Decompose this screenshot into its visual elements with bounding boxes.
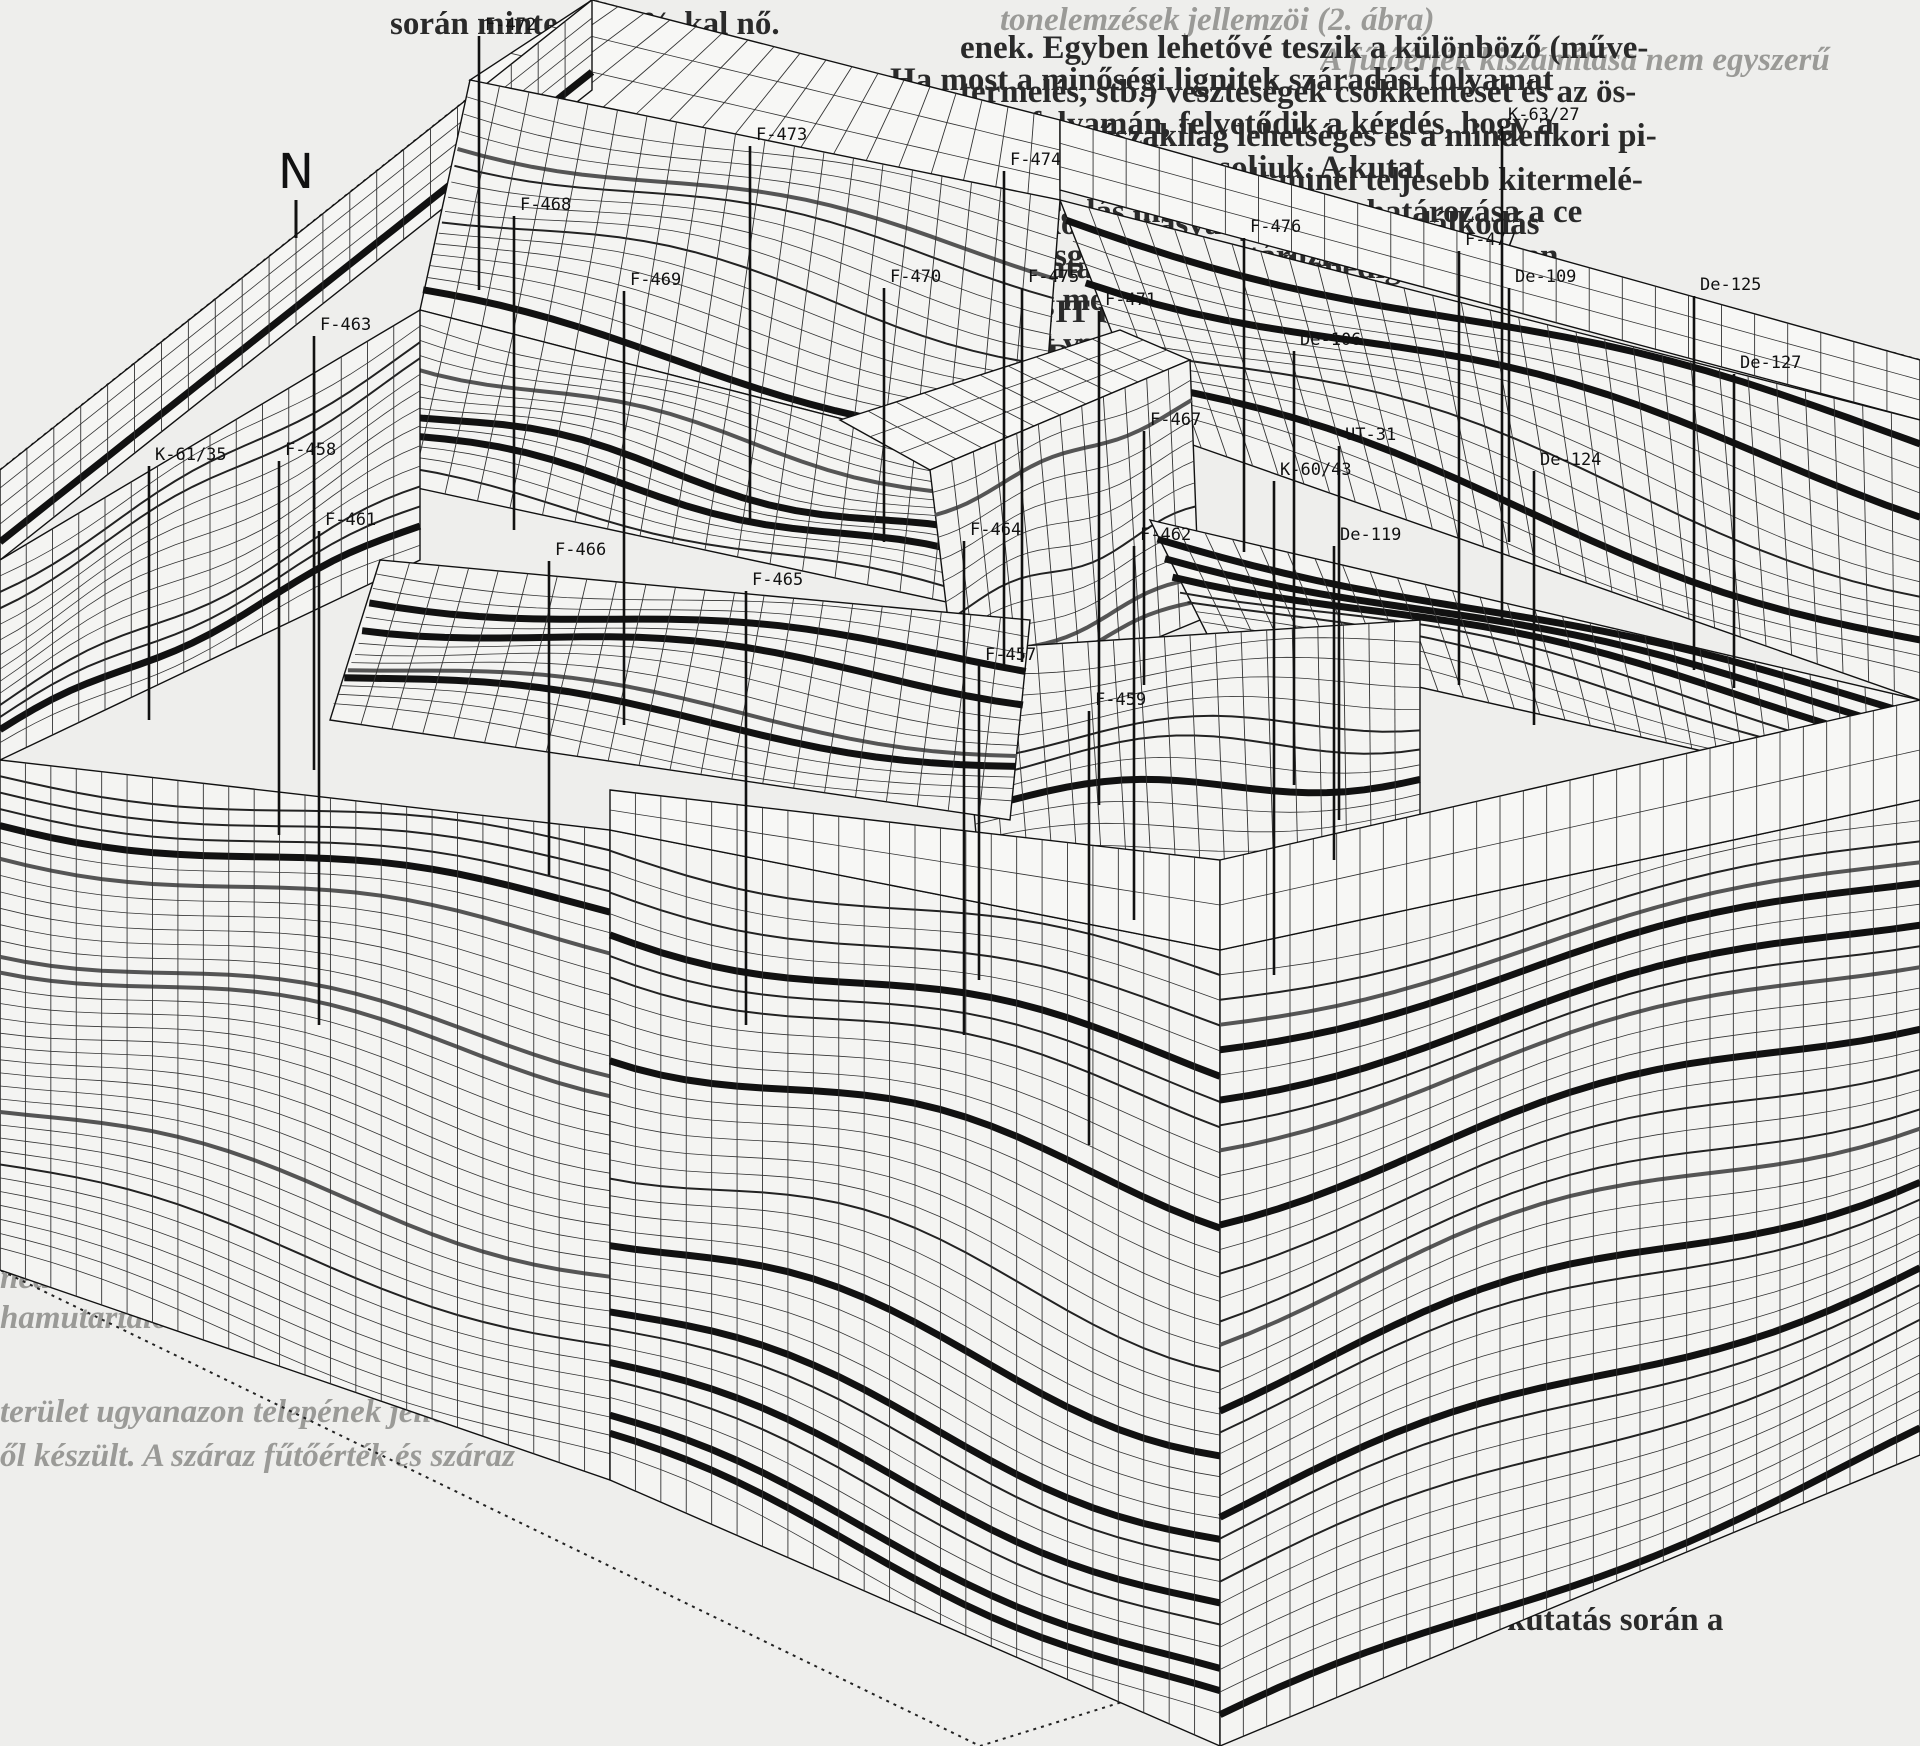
background-text-line: termelés, stb.) veszteségek csökkentését… [960,74,1637,110]
well: F-470 [882,267,941,542]
central-pit-wall [959,619,1421,881]
well-label: F-473 [756,125,807,145]
well-label: K-61/35 [155,445,227,465]
well: K-63/27 [1500,105,1580,620]
well-label: F-464 [970,520,1021,540]
well: F-475 [1020,267,1079,662]
well: F-472 [477,15,536,290]
well: De-109 [1507,267,1576,542]
well-label: F-466 [555,540,606,560]
background-text-line: ől készült. A száraz fűtőérték és száraz [0,1438,515,1474]
well: F-462 [1132,525,1191,920]
well: F-463 [312,315,371,770]
well: K-60/43 [1272,460,1352,975]
well-label: F-469 [630,270,681,290]
well: De-119 [1332,525,1401,860]
well: F-469 [622,270,681,725]
north-label: N [278,144,314,200]
well-label: F-472 [485,15,536,35]
well-label: F-468 [520,195,571,215]
well-label: F-475 [1028,267,1079,287]
well-label: F-458 [285,440,336,460]
well-label: F-459 [1095,690,1146,710]
well: F-466 [547,540,606,875]
front-face-middle [608,829,1222,1746]
well-label: F-465 [752,570,803,590]
well: F-473 [748,125,807,520]
well: F-474 [1002,150,1061,665]
well-label: F-476 [1250,217,1301,237]
well-label: F-470 [890,267,941,287]
well: De-125 [1692,275,1761,670]
well-label: De-127 [1740,353,1801,373]
well-label: F-477 [1465,230,1516,250]
background-text-line: Ha most a minőségi lignitek száradási fo… [890,62,1554,98]
well: F-459 [1087,690,1146,1145]
well: F-468 [512,195,571,530]
well-label: De-124 [1540,450,1601,470]
well-label: F-457 [985,645,1036,665]
well-label: F-471 [1105,290,1156,310]
east-step-top [1219,699,1920,951]
well-label: De-125 [1700,275,1761,295]
well: F-467 [1142,410,1201,685]
well: F-458 [277,440,336,835]
well-label: UT-31 [1345,425,1396,445]
well: UT-31 [1337,425,1396,820]
north-arrow: N [278,144,314,238]
well: F-461 [317,510,376,1025]
well: F-476 [1242,217,1301,552]
well-label: De-119 [1340,525,1401,545]
background-text-line: A fűtőérték kiszámítása nem egyszerű [1320,42,1830,78]
well-label: F-474 [1010,150,1061,170]
well: F-465 [744,570,803,1025]
well: F-464 [962,520,1021,1035]
front-face-east [1218,799,1920,1746]
well-label: De-106 [1300,330,1361,350]
well: De-127 [1732,353,1801,688]
top-surface-east [1059,119,1920,421]
well-label: F-467 [1150,410,1201,430]
inner-south-wall [329,559,1031,821]
well: F-477 [1457,230,1516,685]
background-text-line: tonelemzések jellemzöi (2. ábra) [1000,2,1435,38]
well: De-106 [1292,330,1361,785]
background-text-line: enek. Egyben lehetővé teszik a különböző… [960,30,1649,66]
well: De-124 [1532,450,1601,725]
well-label: F-463 [320,315,371,335]
well-label: F-462 [1140,525,1191,545]
well-label: K-63/27 [1508,105,1580,125]
well-label: De-109 [1515,267,1576,287]
well: F-471 [1097,290,1156,805]
well: F-457 [977,645,1036,980]
well-label: F-461 [325,510,376,530]
well: K-61/35 [147,445,227,720]
front-face-west [0,759,611,1481]
well-label: K-60/43 [1280,460,1352,480]
